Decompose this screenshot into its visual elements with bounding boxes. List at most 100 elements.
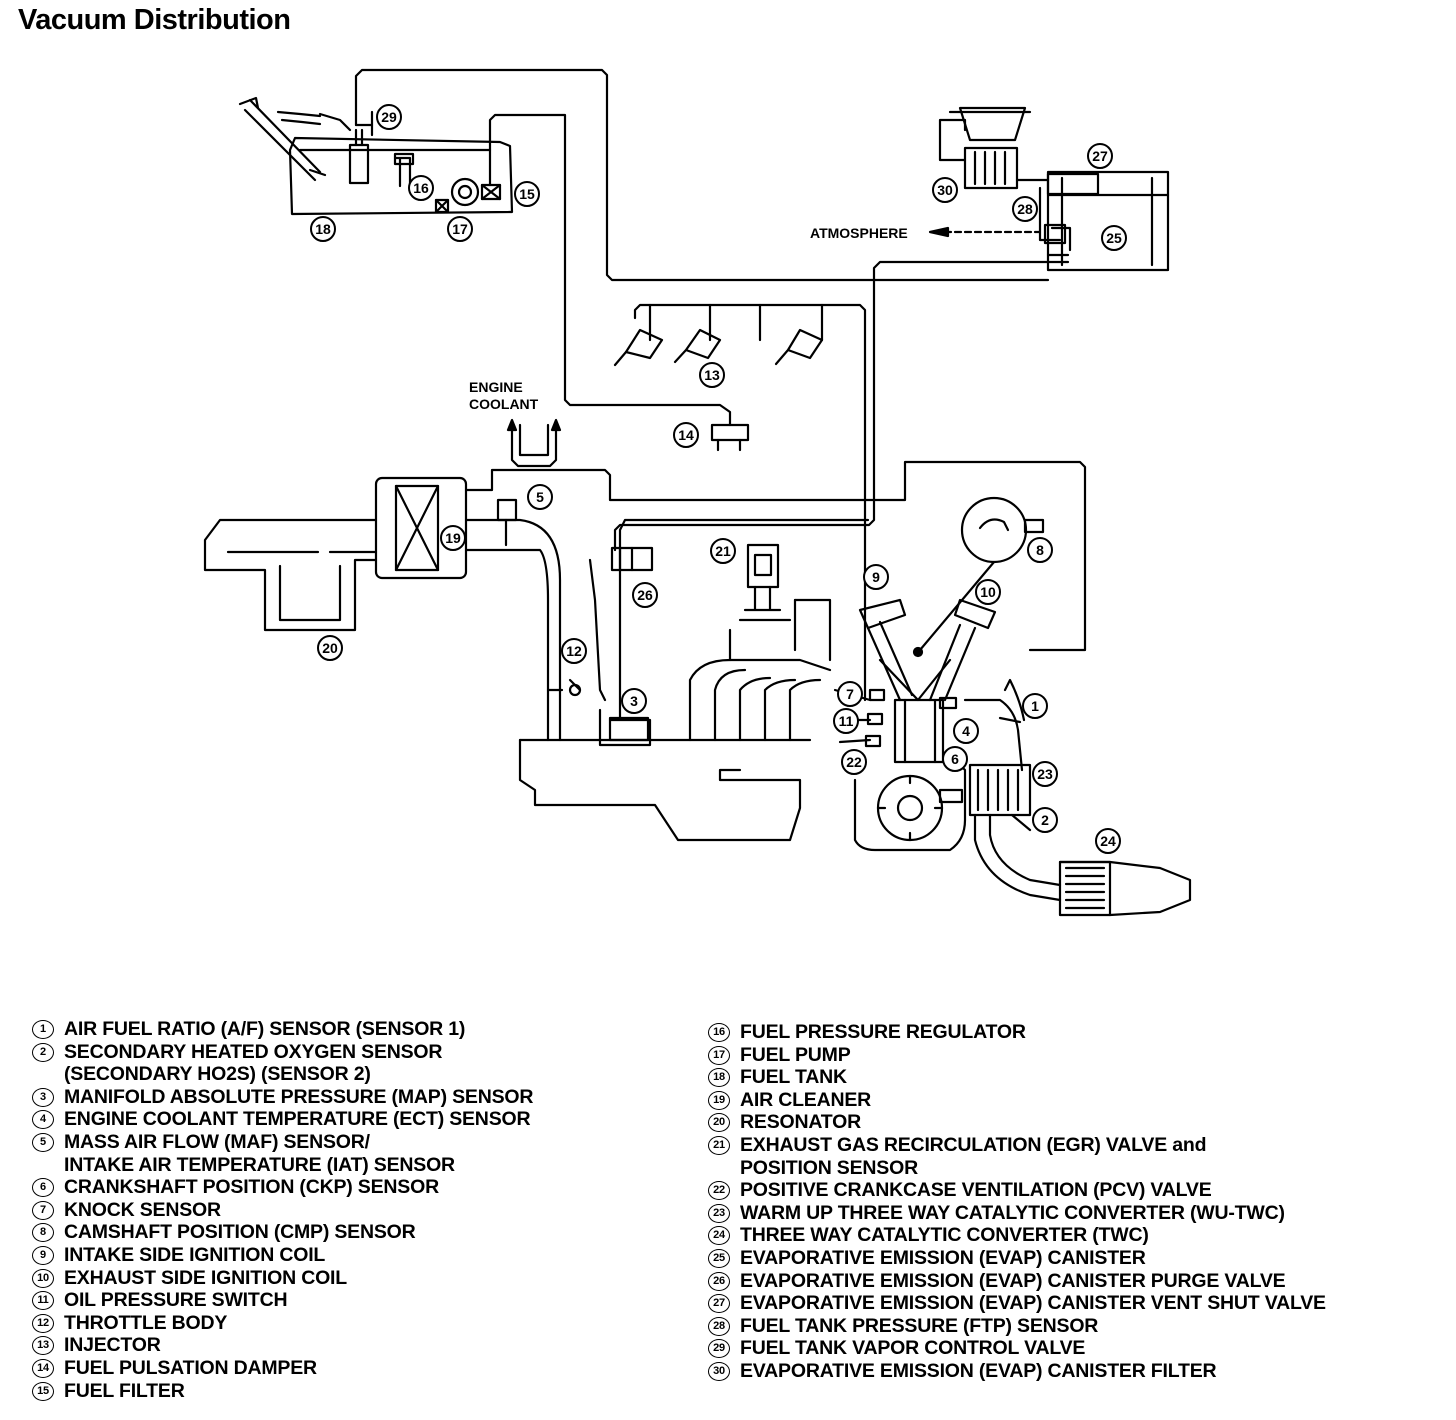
callout-circle bbox=[1022, 693, 1048, 719]
callout-number: 10 bbox=[980, 584, 996, 600]
callout-number: 19 bbox=[445, 530, 461, 546]
legend-text: FUEL TANK PRESSURE (FTP) SENSOR bbox=[740, 1314, 1099, 1337]
callout-circle bbox=[841, 749, 867, 775]
legend-number: 4 bbox=[32, 1110, 54, 1130]
legend-number: 14 bbox=[32, 1358, 54, 1378]
legend-text: EVAPORATIVE EMISSION (EVAP) CANISTER PUR… bbox=[740, 1269, 1286, 1292]
legend-item-1: 1 AIR FUEL RATIO (A/F) SENSOR (SENSOR 1) bbox=[32, 1018, 533, 1041]
legend-number: 8 bbox=[32, 1223, 54, 1243]
atmosphere-label: ATMOSPHERE bbox=[810, 225, 908, 241]
callout-circle bbox=[1032, 807, 1058, 833]
legend-number: 6 bbox=[32, 1178, 54, 1198]
legend-number: 17 bbox=[708, 1045, 730, 1065]
callout-2: 2 bbox=[1032, 807, 1058, 833]
callout-number: 18 bbox=[315, 221, 331, 237]
callout-25: 25 bbox=[1101, 225, 1127, 251]
fuel-tank bbox=[238, 68, 1050, 427]
callout-number: 24 bbox=[1100, 833, 1116, 849]
callout-number: 12 bbox=[566, 643, 582, 659]
legend-number: 24 bbox=[708, 1226, 730, 1246]
callout-circle bbox=[833, 708, 859, 734]
legend-text: THREE WAY CATALYTIC CONVERTER (TWC) bbox=[740, 1224, 1149, 1247]
legend-text: POSITIVE CRANKCASE VENTILATION (PCV) VAL… bbox=[740, 1179, 1212, 1202]
callout-22: 22 bbox=[841, 749, 867, 775]
legend-number: 3 bbox=[32, 1087, 54, 1107]
legend-text: INTAKE SIDE IGNITION COIL bbox=[64, 1243, 326, 1266]
callout-9: 9 bbox=[863, 564, 889, 590]
map-sensor bbox=[608, 518, 870, 742]
callout-circle bbox=[440, 525, 466, 551]
callout-circle bbox=[673, 422, 699, 448]
legend-text: EXHAUST GAS RECIRCULATION (EGR) VALVE an… bbox=[740, 1133, 1207, 1179]
legend-text: CRANKSHAFT POSITION (CKP) SENSOR bbox=[64, 1176, 439, 1199]
callout-circle bbox=[317, 635, 343, 661]
callout-15: 15 bbox=[514, 181, 540, 207]
callout-number: 21 bbox=[715, 543, 731, 559]
legend-text: AIR FUEL RATIO (A/F) SENSOR (SENSOR 1) bbox=[64, 1018, 466, 1040]
legend-number: 11 bbox=[32, 1291, 54, 1311]
callout-number: 29 bbox=[381, 109, 397, 125]
legend-number: 29 bbox=[708, 1339, 730, 1359]
callout-23: 23 bbox=[1032, 761, 1058, 787]
legend-number: 10 bbox=[32, 1268, 54, 1288]
legend-item-30: 30 EVAPORATIVE EMISSION (EVAP) CANISTER F… bbox=[708, 1360, 1326, 1383]
callout-number: 22 bbox=[846, 754, 862, 770]
legend-text: THROTTLE BODY bbox=[64, 1311, 228, 1334]
callout-circle bbox=[376, 104, 402, 130]
callout-circle bbox=[863, 564, 889, 590]
callout-number: 9 bbox=[872, 569, 880, 585]
purge-valve bbox=[610, 546, 654, 572]
legend-text: FUEL PRESSURE REGULATOR bbox=[740, 1021, 1026, 1043]
callout-11: 11 bbox=[833, 708, 859, 734]
callout-circle bbox=[527, 484, 553, 510]
legend-number: 13 bbox=[32, 1336, 54, 1356]
legend-number: 7 bbox=[32, 1200, 54, 1220]
legend-number: 1 bbox=[32, 1020, 54, 1039]
callout-circle bbox=[561, 638, 587, 664]
callout-26: 26 bbox=[632, 582, 658, 608]
callout-30: 30 bbox=[932, 177, 958, 203]
fuel-rail bbox=[613, 303, 867, 702]
callout-24: 24 bbox=[1095, 828, 1121, 854]
callout-14: 14 bbox=[673, 422, 699, 448]
callout-1: 1 bbox=[1022, 693, 1048, 719]
legend-text: RESONATOR bbox=[740, 1111, 861, 1134]
callout-circle bbox=[514, 181, 540, 207]
intake-manifold bbox=[518, 598, 832, 842]
callout-21: 21 bbox=[710, 538, 736, 564]
legend-number: 30 bbox=[708, 1361, 730, 1381]
callout-circle bbox=[408, 175, 434, 201]
legend-text: FUEL PULSATION DAMPER bbox=[64, 1356, 317, 1379]
legend-text: EVAPORATIVE EMISSION (EVAP) CANISTER FIL… bbox=[740, 1359, 1217, 1382]
callout-28: 28 bbox=[1012, 196, 1038, 222]
callout-number: 16 bbox=[413, 180, 429, 196]
legend-item-7: 7 KNOCK SENSOR bbox=[32, 1199, 533, 1222]
callout-number: 26 bbox=[637, 587, 653, 603]
legend-text: MASS AIR FLOW (MAF) SENSOR/ INTAKE AIR T… bbox=[64, 1130, 455, 1176]
evap-canister bbox=[613, 106, 1170, 552]
legend-number: 15 bbox=[32, 1381, 54, 1401]
callout-circle bbox=[1087, 143, 1113, 169]
legend-text: INJECTOR bbox=[64, 1334, 161, 1357]
legend-number: 19 bbox=[708, 1090, 730, 1110]
callout-group: 1234567891011121314151617181920212223242… bbox=[310, 104, 1127, 854]
legend-text: MANIFOLD ABSOLUTE PRESSURE (MAP) SENSOR bbox=[64, 1085, 534, 1108]
legend-item-14: 14 FUEL PULSATION DAMPER bbox=[32, 1357, 533, 1380]
callout-number: 27 bbox=[1092, 148, 1108, 164]
legend-text: KNOCK SENSOR bbox=[64, 1198, 221, 1221]
callout-number: 8 bbox=[1036, 542, 1044, 558]
callout-number: 14 bbox=[678, 427, 694, 443]
